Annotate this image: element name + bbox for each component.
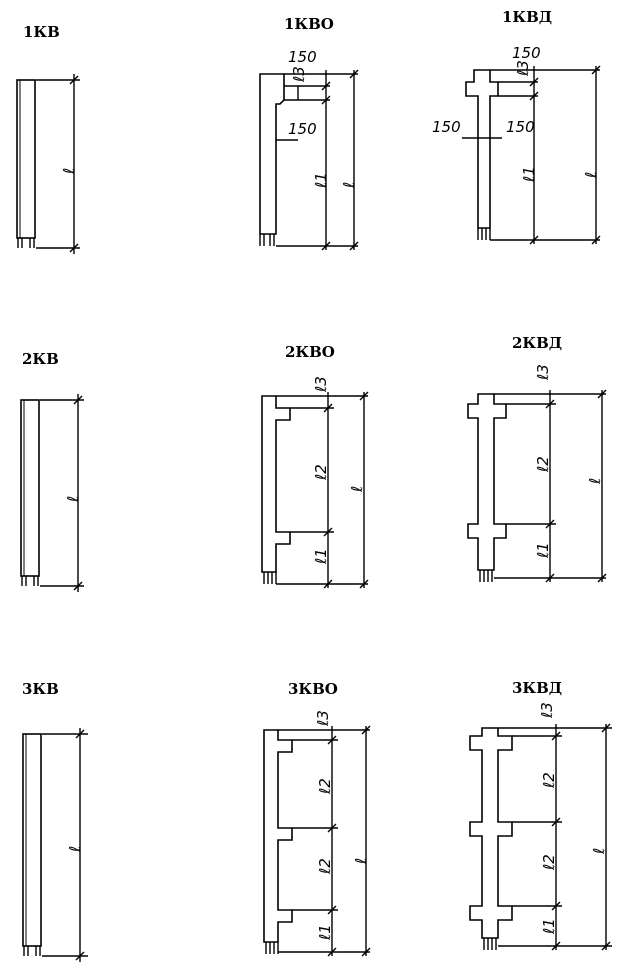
dim-l2-2kvo: ℓ2 [312, 464, 330, 481]
title-3kvo: 3КВО [288, 680, 338, 698]
dim-l1-1kvd: ℓ1 [520, 166, 538, 183]
dim-l2-upper-3kvd: ℓ2 [540, 772, 558, 789]
dim-150-left-1kvd: 150 [432, 118, 461, 136]
dim-l2-lower-3kvo: ℓ2 [316, 858, 334, 875]
dim-150-console-1kvo: 150 [288, 120, 317, 138]
dim-length-2kvo: ℓ [348, 486, 366, 493]
title-2kv: 2КВ [22, 350, 59, 368]
dim-length-3kv: ℓ [66, 846, 84, 853]
dim-l1-1kvo: ℓ1 [312, 172, 330, 189]
column-1kvo: 150 ℓ3 150 ℓ1 ℓ [259, 48, 359, 251]
dim-l1-2kvo: ℓ1 [312, 548, 330, 565]
column-2kvd: ℓ3 ℓ2 ℓ ℓ1 [467, 364, 607, 583]
dim-l3-3kvd: ℓ3 [538, 702, 556, 719]
column-2kvo: ℓ3 ℓ2 ℓ ℓ1 [261, 376, 369, 589]
dim-length-3kvo: ℓ [352, 858, 370, 865]
dim-150-right-1kvd: 150 [506, 118, 535, 136]
title-3kv: 3КВ [22, 680, 59, 698]
dim-l2-lower-3kvd: ℓ2 [540, 854, 558, 871]
dim-length-2kvd: ℓ [586, 478, 604, 485]
title-1kvo: 1КВО [284, 15, 334, 33]
dim-l1-3kvo: ℓ1 [316, 924, 334, 941]
dim-l2-upper-3kvo: ℓ2 [316, 778, 334, 795]
dim-length-1kv: ℓ [60, 168, 78, 175]
column-3kvo: ℓ3 ℓ2 ℓ2 ℓ ℓ1 [263, 710, 371, 957]
dim-length-1kvo: ℓ [340, 182, 358, 189]
column-1kv: ℓ [16, 74, 80, 254]
dim-l2-2kvd: ℓ2 [534, 456, 552, 473]
dim-l1-3kvd: ℓ1 [540, 918, 558, 935]
dim-l1-2kvd: ℓ1 [534, 542, 552, 559]
dim-l3-1kvo: ℓ3 [290, 66, 308, 83]
dim-150-top-1kvo: 150 [288, 48, 317, 66]
title-1kv: 1КВ [23, 23, 60, 41]
dim-length-3kvd: ℓ [590, 848, 608, 855]
column-3kv: ℓ [22, 728, 88, 962]
dim-150-top-1kvd: 150 [512, 44, 541, 62]
title-2kvo: 2КВО [285, 343, 335, 361]
column-3kvd: ℓ3 ℓ2 ℓ2 ℓ ℓ1 [469, 702, 612, 951]
dim-l3-2kvo: ℓ3 [312, 376, 330, 393]
dim-length-1kvd: ℓ [582, 172, 600, 179]
column-2kv: ℓ [20, 394, 84, 592]
dim-l3-1kvd: ℓ3 [514, 60, 532, 77]
dim-l3-2kvd: ℓ3 [534, 364, 552, 381]
title-3kvd: 3КВД [512, 679, 562, 697]
column-1kvd: 150 ℓ3 150 150 ℓ1 ℓ [432, 44, 601, 245]
title-1kvd: 1КВД [502, 8, 552, 26]
dim-length-2kv: ℓ [64, 496, 82, 503]
title-2kvd: 2КВД [512, 334, 562, 352]
dim-l3-3kvo: ℓ3 [314, 710, 332, 727]
